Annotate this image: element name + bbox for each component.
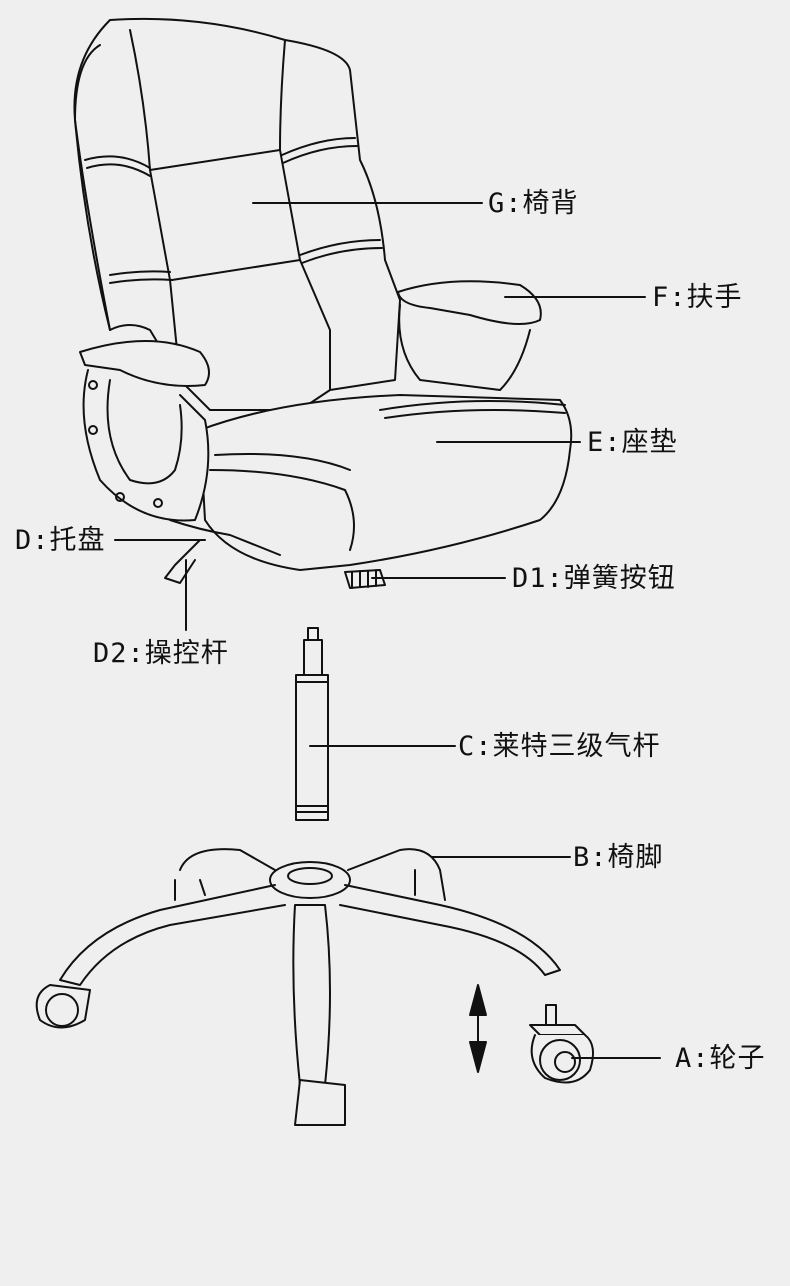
label-control-lever: D2:操控杆 xyxy=(93,638,229,669)
caster-wheel xyxy=(529,1004,595,1084)
label-spring-button: D1:弹簧按钮 xyxy=(512,563,676,594)
base xyxy=(35,848,561,1126)
label-caster: A:轮子 xyxy=(675,1043,766,1074)
adjust-arrow xyxy=(469,984,487,1073)
right-armrest xyxy=(397,280,542,391)
label-armrest: F:扶手 xyxy=(652,282,743,313)
seat xyxy=(199,394,573,571)
label-base: B:椅脚 xyxy=(573,842,664,873)
left-armrest xyxy=(79,340,210,522)
label-gas-lift: C:莱特三级气杆 xyxy=(458,731,661,762)
leader-lines xyxy=(114,202,661,1059)
backrest xyxy=(73,17,401,411)
label-seat-cushion: E:座垫 xyxy=(587,427,678,458)
label-tray: D:托盘 xyxy=(15,525,106,556)
label-backrest: G:椅背 xyxy=(488,188,579,219)
gas-lift xyxy=(295,627,329,821)
